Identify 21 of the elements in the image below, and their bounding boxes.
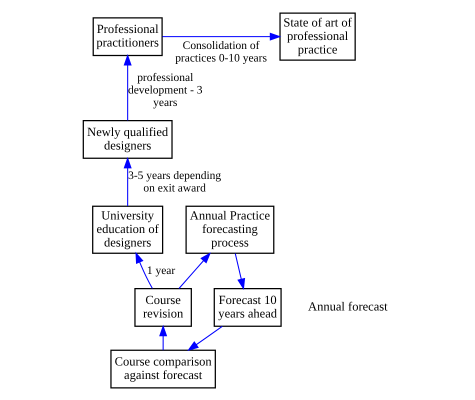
node-box: State of art of professional practice [279,12,356,60]
edge-label: Consolidation of practices 0-10 years [175,39,267,64]
arrow [187,325,223,351]
node-box: Forecast 10 years ahead [214,288,282,326]
node-box: Course revision [134,288,192,326]
label: Annual forecast [308,299,388,314]
arrow [178,252,211,288]
node-box: Professional practitioners [92,16,163,56]
node-box: Course comparison against forecast [110,349,216,388]
arrow [135,251,153,288]
node-box: University education of designers [92,205,164,254]
arrow [162,32,282,40]
edge-label: 1 year [146,264,176,276]
edge-label: 3-5 years depending on exit award [128,169,222,194]
arrow [234,252,246,290]
arrow [159,324,168,350]
arrow [124,156,132,206]
arrow [124,53,132,120]
node-box: Newly qualified designers [82,120,173,158]
node-box: Annual Practice forecasting process [185,205,274,254]
edge-label: professional development - 3 years [128,71,202,108]
